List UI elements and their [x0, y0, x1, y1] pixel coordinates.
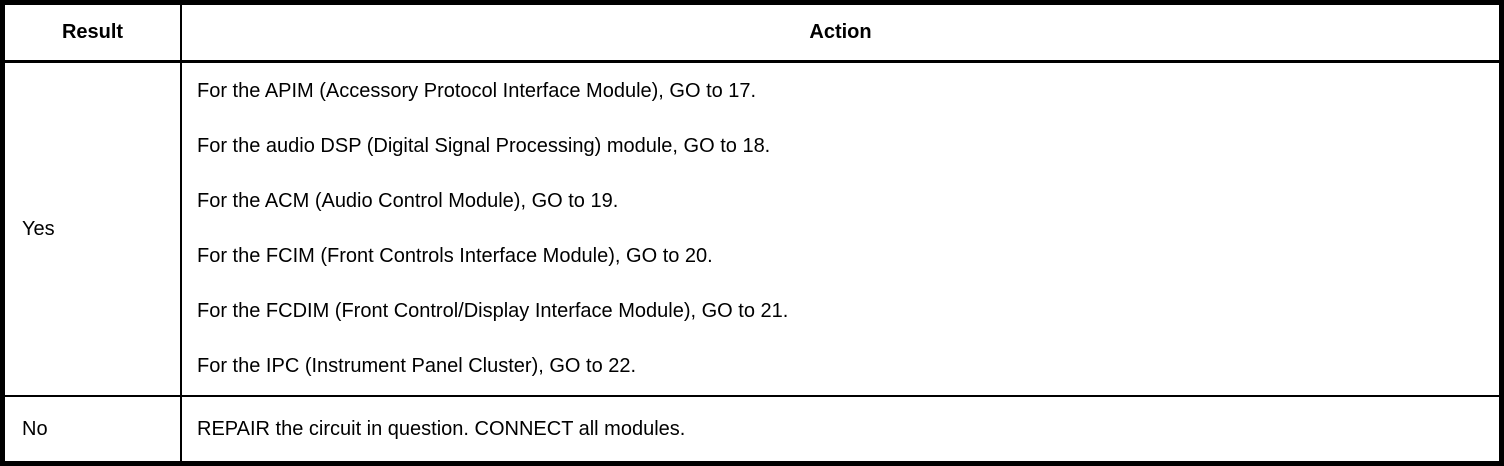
result-no-label: No [22, 417, 48, 440]
action-line-acm: For the ACM (Audio Control Module), GO t… [197, 190, 619, 212]
action-cell-no: REPAIR the circuit in question. CONNECT … [182, 397, 1499, 461]
column-header-action: Action [182, 5, 1499, 63]
result-cell-yes: Yes [5, 63, 182, 397]
column-header-result: Result [5, 5, 182, 63]
action-line-repair: REPAIR the circuit in question. CONNECT … [197, 417, 686, 440]
result-cell-no: No [5, 397, 182, 461]
action-line-ipc: For the IPC (Instrument Panel Cluster), … [197, 355, 637, 377]
action-line-fcdim: For the FCDIM (Front Control/Display Int… [197, 300, 789, 322]
result-yes-label: Yes [22, 217, 55, 240]
result-header-label: Result [61, 21, 124, 43]
action-line-dsp: For the audio DSP (Digital Signal Proces… [197, 135, 771, 157]
action-cell-yes: For the APIM (Accessory Protocol Interfa… [182, 63, 1499, 397]
action-header-label: Action [809, 21, 872, 43]
action-line-apim: For the APIM (Accessory Protocol Interfa… [197, 80, 757, 102]
action-line-fcim: For the FCIM (Front Controls Interface M… [197, 245, 713, 267]
